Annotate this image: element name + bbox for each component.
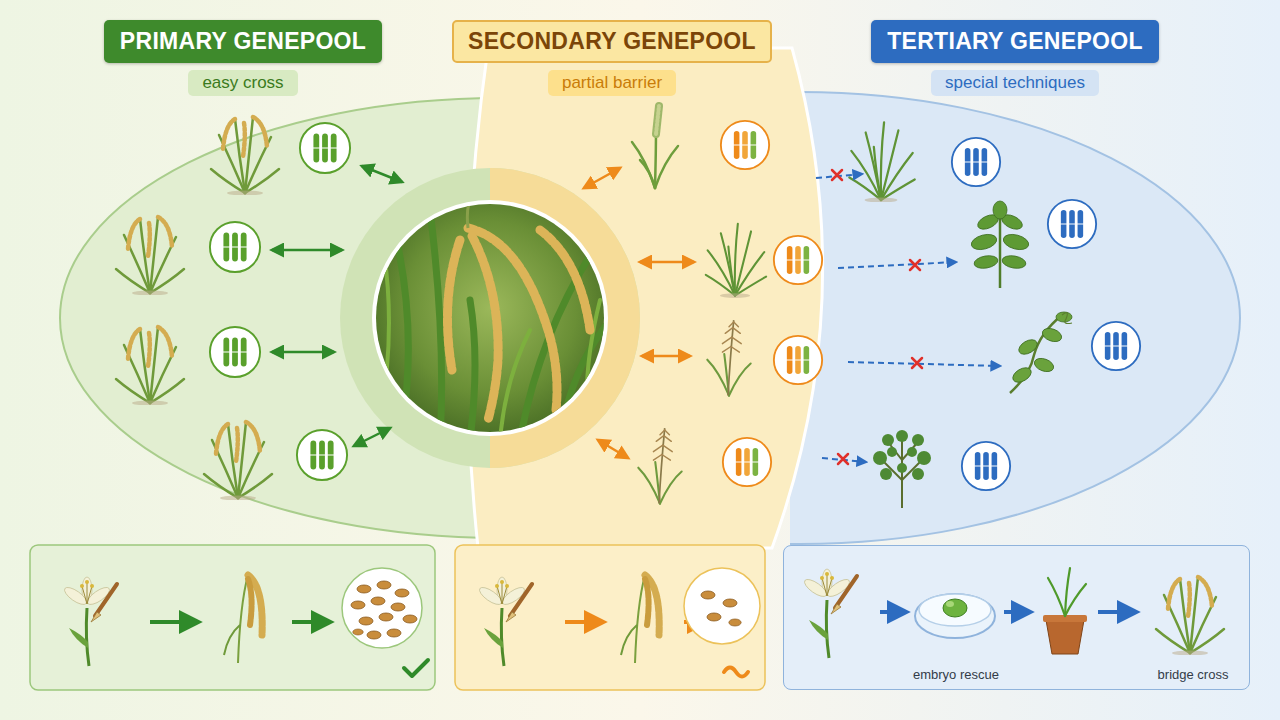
primary-chromosomes: [210, 123, 350, 480]
primary-plants: [116, 117, 279, 501]
primary-cross-panel: [30, 545, 435, 690]
genepool-header: SECONDARY GENEPOOL partial barrier: [392, 20, 832, 96]
barrier-x-marks: [832, 170, 922, 464]
technique-panel: embryo rescue bridge cross: [783, 545, 1250, 690]
secondary-cross-arrows: [584, 168, 694, 458]
central-rice-circle: [340, 168, 640, 468]
tertiary-blocked-arrows: [816, 174, 1000, 462]
genepool-header: TERTIARY GENEPOOL special techniques: [795, 20, 1235, 96]
genepool-subtitle: special techniques: [931, 70, 1099, 96]
genepool-subtitle: partial barrier: [548, 70, 676, 96]
step-label: embryo rescue: [910, 667, 1002, 682]
secondary-chromosomes: [721, 121, 822, 486]
primary-cross-arrows: [272, 166, 402, 446]
tertiary-plants: [849, 122, 1072, 508]
genepool-title: PRIMARY GENEPOOL: [104, 20, 382, 63]
genepool-header: PRIMARY GENEPOOL easy cross: [23, 20, 463, 96]
genepool-title: TERTIARY GENEPOOL: [871, 20, 1159, 63]
step-label: bridge cross: [1155, 667, 1232, 682]
genepool-regions: [60, 48, 1240, 548]
genepool-subtitle: easy cross: [188, 70, 297, 96]
genepool-title: SECONDARY GENEPOOL: [452, 20, 772, 63]
secondary-cross-panel: [455, 545, 765, 690]
tertiary-cross-panel: [783, 545, 1250, 690]
tertiary-chromosomes: [952, 138, 1140, 490]
